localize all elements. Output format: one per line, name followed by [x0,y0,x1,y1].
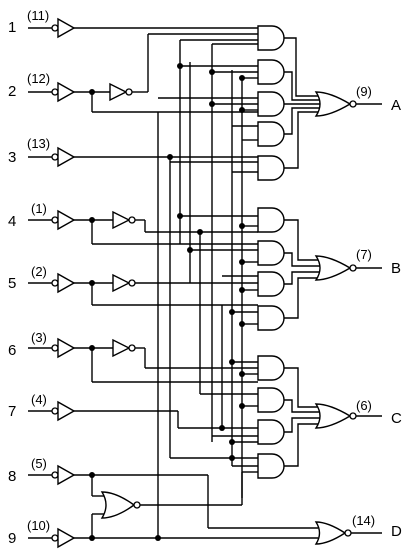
output-d-pin: (14) [352,513,375,528]
input-2-label: 2 [8,83,16,100]
inverter-5 [112,273,136,293]
nor-gate-a [314,91,357,117]
and-gate-b1 [257,207,285,233]
input-9-label: 9 [8,530,16,547]
nor-gate-b [314,255,357,281]
input-5-label: 5 [8,275,16,292]
input-3-label: 3 [8,149,16,166]
and-gate-c2 [257,387,285,413]
inverter-2 [109,82,133,102]
and-gate-b4 [257,305,285,331]
output-b-label: B [391,260,401,277]
and-gate-a5 [257,155,285,181]
output-b-pin: (7) [356,247,372,262]
input-9-pin: (10) [27,518,50,533]
junction-dots [89,63,245,541]
input-buffer-8 [28,464,76,486]
and-gate-a2 [257,59,285,85]
and-gates [257,25,285,479]
input-buffer-9 [28,527,76,549]
input-4-label: 4 [8,213,16,230]
input-2-pin: (12) [27,71,50,86]
output-labels: (9) A (7) B (6) C (14) D [352,84,402,540]
input-buffer-7 [28,400,76,422]
input-buffer-2 [28,81,76,103]
nor-gates [100,91,357,545]
and-gate-a1 [257,25,285,51]
input-buffer-3 [28,146,76,168]
input-buffer-6 [28,337,76,359]
input-buffer-5 [28,272,76,294]
input-6-label: 6 [8,342,16,359]
nor-gate-d [314,521,352,545]
input-1-pin: (11) [27,8,49,23]
output-c-pin: (6) [356,398,372,413]
and-gate-c3 [257,419,285,445]
input-7-pin: (4) [31,392,47,407]
and-gate-a4 [257,121,285,147]
input-3-pin: (13) [27,136,50,151]
input-buffers [28,17,76,549]
nor-gate-89 [100,491,141,519]
input-8-label: 8 [8,468,16,485]
input-7-label: 7 [8,403,16,420]
inverter-4 [112,210,136,230]
nor-gate-c [314,403,357,429]
input-6-pin: (3) [31,330,47,345]
input-labels: 1 (11) 2 (12) 3 (13) 4 (1) 5 (2) 6 (3) 7… [8,8,50,547]
input-1-label: 1 [8,19,16,36]
output-c-label: C [391,410,402,427]
and-gate-c1 [257,355,285,381]
output-a-pin: (9) [356,84,372,99]
wiring [74,27,382,539]
and-gate-b3 [257,271,285,297]
input-buffer-4 [28,209,76,231]
input-8-pin: (5) [31,456,47,471]
input-4-pin: (1) [31,201,47,216]
and-gate-c4 [257,453,285,479]
inverter-6 [112,338,136,358]
inverters [109,82,136,358]
and-gate-a3 [257,91,285,117]
output-d-label: D [391,523,402,540]
output-a-label: A [391,97,401,114]
input-buffer-1 [28,17,76,39]
input-5-pin: (2) [31,264,47,279]
and-gate-b2 [257,240,285,266]
